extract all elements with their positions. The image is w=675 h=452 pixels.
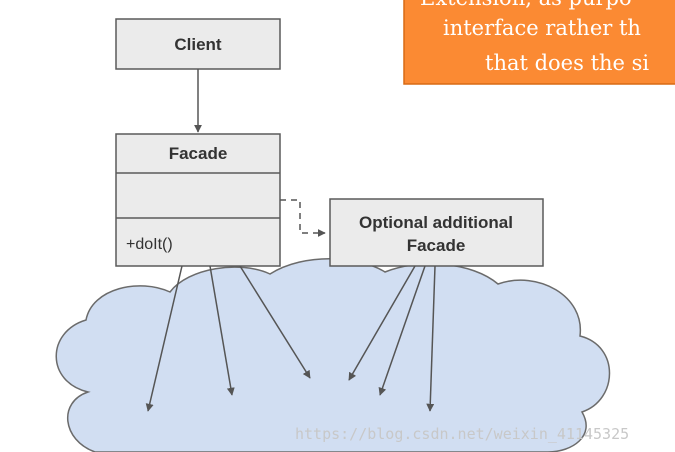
callout-line2: interface rather th	[443, 16, 641, 40]
optional-facade-box: Optional additional Facade	[329, 198, 544, 267]
facade-method: +doIt()	[126, 236, 173, 253]
client-box: Client	[115, 18, 281, 70]
optional-facade-label-line1: Optional additional	[359, 213, 513, 232]
facade-label: Facade	[169, 144, 228, 163]
optional-facade-subsystem-arrows	[348, 265, 436, 412]
optional-arrow-1	[348, 265, 416, 381]
facade-box: Facade +doIt()	[115, 133, 281, 267]
callout-line3: that does the si	[485, 51, 649, 75]
facade-arrow-1	[145, 265, 183, 412]
callout-box: Extension, as purpo interface rather th …	[403, 0, 675, 85]
callout-line1: Extension, as purpo	[420, 0, 632, 10]
optional-arrow-2	[378, 265, 426, 396]
watermark-text: https://blog.csdn.net/weixin_41145325	[295, 425, 629, 443]
subsystem-cloud	[55, 258, 611, 452]
facade-subsystem-arrows	[145, 265, 311, 412]
facade-arrow-2	[209, 265, 235, 396]
optional-facade-label-line2: Facade	[407, 236, 466, 255]
facade-arrow-3	[239, 265, 311, 379]
facade-to-optional-dependency-arrow	[280, 199, 326, 237]
client-label: Client	[174, 35, 222, 54]
optional-arrow-3	[426, 265, 436, 412]
